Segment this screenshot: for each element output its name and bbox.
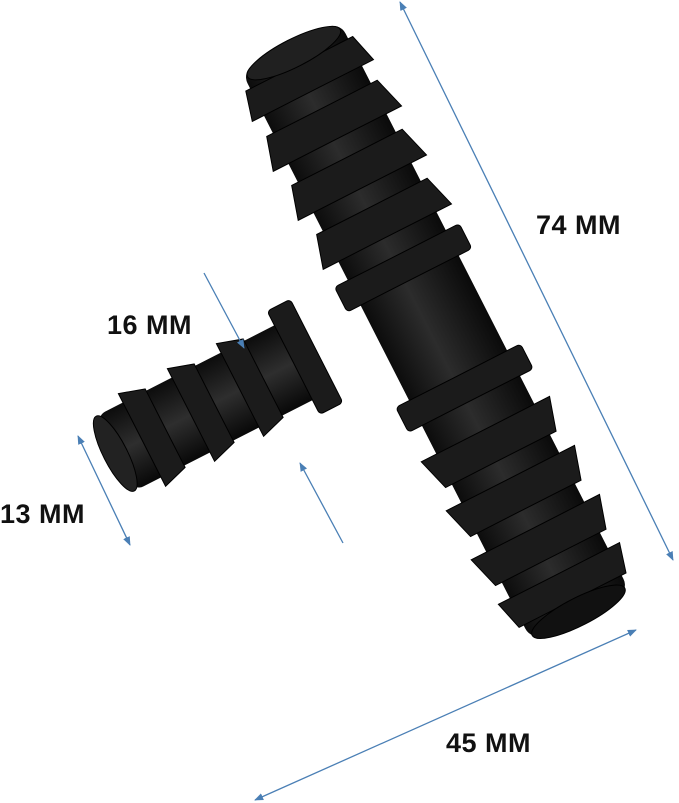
- width-dimension-line: [254, 629, 637, 801]
- length-dimension-line: [399, 1, 674, 561]
- outer-bottom-leader: [299, 462, 344, 544]
- dimension-lines: [77, 1, 674, 801]
- length-dimension-label: 74 MM: [536, 210, 622, 240]
- inner-dimension-label: 13 MM: [0, 499, 86, 529]
- inner-dimension-line: [77, 435, 131, 546]
- branch-outer-dimension-label: 16 MM: [107, 310, 193, 340]
- width-dimension-label: 45 MM: [446, 728, 532, 758]
- outer-top-leader: [203, 272, 245, 349]
